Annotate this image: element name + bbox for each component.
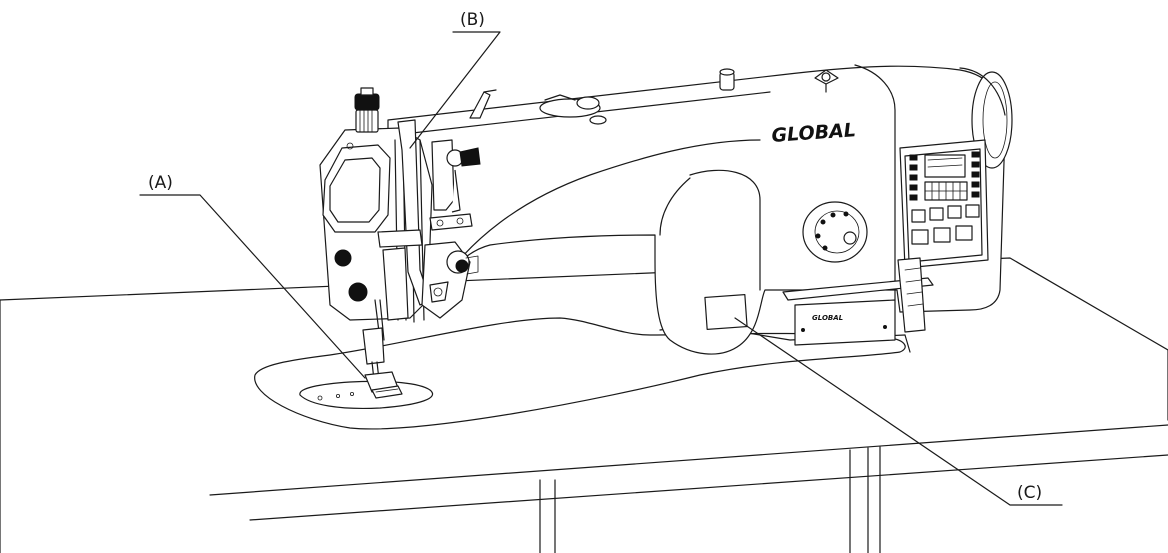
callout-a: (A) — [139, 173, 366, 379]
control-panel — [899, 139, 989, 269]
bed-front-panel: GLOBAL — [794, 299, 896, 346]
callout-c-label: (C) — [1017, 483, 1042, 503]
stitch-dial — [802, 201, 868, 263]
needle-and-presser-foot — [362, 229, 423, 399]
thread-tension — [397, 119, 481, 319]
callout-c: (C) — [734, 317, 1063, 506]
panel-buttons — [909, 151, 980, 245]
brand-plate-text: GLOBAL — [812, 314, 843, 322]
callout-b-label: (B) — [460, 10, 485, 30]
callout-a-label: (A) — [148, 173, 173, 193]
reverse-lever — [782, 257, 934, 333]
top-fittings — [469, 68, 839, 125]
callout-b: (B) — [409, 10, 501, 149]
serial-label-plate — [704, 294, 748, 330]
